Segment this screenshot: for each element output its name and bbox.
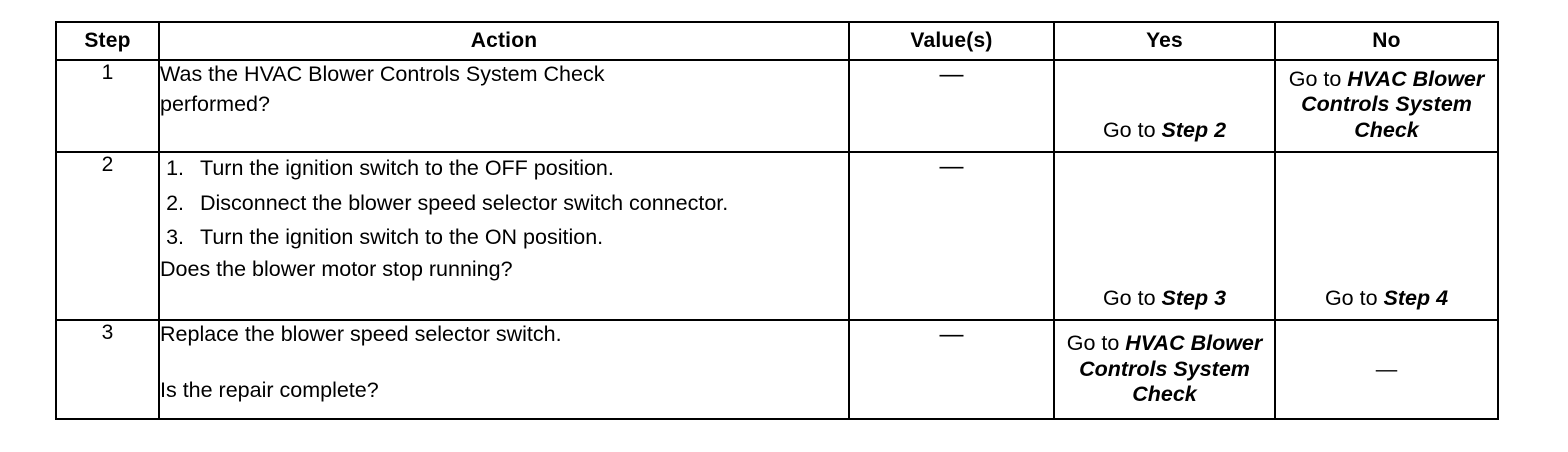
value-cell: — — [848, 151, 1055, 321]
step-number-cell: 1 — [55, 59, 160, 153]
action-substep: Turn the ignition switch to the ON posit… — [190, 224, 848, 252]
action-text-line: Was the HVAC Blower Controls System Chec… — [160, 62, 605, 86]
step-number-cell: 3 — [55, 319, 160, 420]
diagnostic-table: Step Action Value(s) Yes No 1 Was the HV… — [55, 21, 1499, 420]
yes-cell: Go to Step 2 — [1053, 59, 1276, 153]
no-prefix-text: Go to — [1288, 67, 1348, 91]
no-prefix-text: Go to — [1324, 285, 1384, 310]
action-cell: Replace the blower speed selector switch… — [158, 319, 850, 420]
yes-target-reference: HVAC Blower Controls System Check — [1079, 331, 1263, 407]
action-question: Is the repair complete? — [160, 377, 379, 402]
column-header-step: Step — [55, 21, 160, 61]
column-header-values: Value(s) — [848, 21, 1055, 61]
no-cell: — — [1274, 319, 1499, 420]
yes-cell: Go to HVAC Blower Controls System Check — [1053, 319, 1276, 420]
value-cell: — — [848, 59, 1055, 153]
column-header-yes: Yes — [1053, 21, 1276, 61]
action-question: Does the blower motor stop running? — [160, 256, 513, 281]
step-number-cell: 2 — [55, 151, 160, 321]
yes-target-reference: Step 3 — [1161, 285, 1227, 310]
action-spacer — [160, 349, 848, 375]
table-body: 1 Was the HVAC Blower Controls System Ch… — [55, 59, 1499, 420]
yes-prefix-text: Go to — [1102, 117, 1162, 142]
no-target-reference: Step 4 — [1383, 285, 1449, 310]
no-cell: Go to Step 4 — [1274, 151, 1499, 321]
no-cell: Go to HVAC Blower Controls System Check — [1274, 59, 1499, 153]
table-row: 3 Replace the blower speed selector swit… — [55, 319, 1499, 420]
table-row: 1 Was the HVAC Blower Controls System Ch… — [55, 59, 1499, 153]
table-header: Step Action Value(s) Yes No — [55, 21, 1499, 61]
action-substep: Turn the ignition switch to the OFF posi… — [190, 155, 848, 183]
action-substep-list: Turn the ignition switch to the OFF posi… — [160, 155, 848, 252]
action-cell: Turn the ignition switch to the OFF posi… — [158, 151, 850, 321]
header-row: Step Action Value(s) Yes No — [55, 21, 1499, 61]
table-row: 2 Turn the ignition switch to the OFF po… — [55, 151, 1499, 321]
value-cell: — — [848, 319, 1055, 420]
yes-cell: Go to Step 3 — [1053, 151, 1276, 321]
action-text-line: Replace the blower speed selector switch… — [160, 322, 562, 346]
column-header-no: No — [1274, 21, 1499, 61]
action-text-line: performed? — [160, 91, 270, 116]
column-header-action: Action — [158, 21, 850, 61]
action-cell: Was the HVAC Blower Controls System Chec… — [158, 59, 850, 153]
yes-prefix-text: Go to — [1102, 285, 1162, 310]
yes-prefix-text: Go to — [1066, 331, 1126, 356]
no-target-reference: HVAC Blower Controls System Check — [1301, 67, 1485, 142]
action-substep: Disconnect the blower speed selector swi… — [190, 190, 848, 218]
yes-target-reference: Step 2 — [1161, 117, 1227, 142]
